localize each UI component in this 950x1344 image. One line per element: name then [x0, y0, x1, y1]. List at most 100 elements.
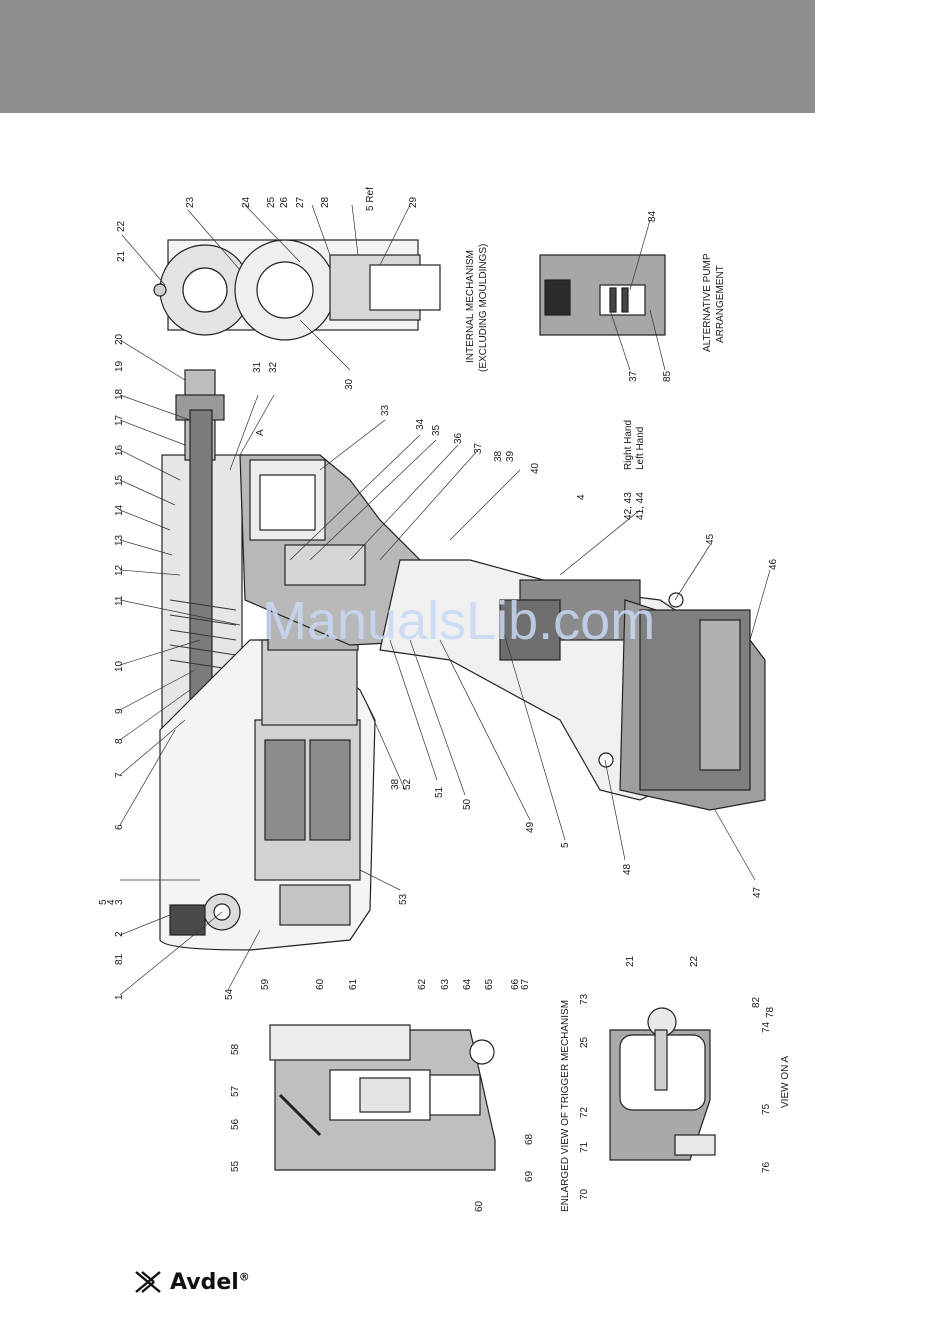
callout: 34	[415, 418, 426, 430]
callout: 1	[114, 994, 125, 1000]
callout: 62	[417, 978, 428, 990]
avdel-logo-icon	[135, 1271, 161, 1293]
callout: 64	[462, 978, 473, 990]
callouts-main: 1 81 2 3 4 5 6 7 8 9 10 11 12 13 14 15 1…	[98, 333, 779, 1000]
callout: 78	[765, 1006, 776, 1018]
view-on-a-caption: VIEW ON A	[780, 1055, 791, 1108]
callout: 5	[560, 842, 571, 848]
ref-label: 5 Ref	[365, 187, 376, 211]
callout: 36	[453, 432, 464, 444]
callout: 85	[662, 370, 673, 382]
callout: 26	[279, 196, 290, 208]
callout: 28	[320, 196, 331, 208]
brand-logo: Avdel®	[134, 1266, 250, 1298]
callout: 54	[224, 988, 235, 1000]
view-on-a-detail	[609, 1007, 716, 1161]
callout: 12	[114, 564, 125, 576]
callout: 73	[579, 993, 590, 1005]
callout: 19	[114, 360, 125, 372]
callouts-pump: 84 37 85	[628, 210, 673, 382]
callout: 41, 44	[635, 492, 646, 520]
callout: 18	[114, 388, 125, 400]
callout: 84	[647, 210, 658, 222]
trigger-caption: ENLARGED VIEW OF TRIGGER MECHANISM	[560, 1000, 571, 1212]
callout: 39	[505, 450, 516, 462]
captions: INTERNAL MECHANISM (EXCLUDING MOULDINGS)…	[255, 244, 791, 1212]
callouts-top: 21 22 23 24 25 26 27 28 29 30 5 Ref	[116, 187, 419, 390]
callouts-view-on-a: 21 22 73 78 82 74 75 76 25 72 71 70	[579, 955, 776, 1200]
callout: 65	[484, 978, 495, 990]
internal-caption-2: (EXCLUDING MOULDINGS)	[478, 244, 489, 372]
callout: 48	[622, 863, 633, 875]
callout: 51	[434, 786, 445, 798]
callout: 58	[230, 1043, 241, 1055]
callout: 7	[114, 772, 125, 778]
callout: 13	[114, 534, 125, 546]
callout: 61	[348, 978, 359, 990]
callout: 38	[390, 778, 401, 790]
callout: 60	[315, 978, 326, 990]
callout: 27	[295, 196, 306, 208]
hand-right-label: Right Hand	[623, 420, 634, 470]
callout: 29	[408, 196, 419, 208]
callout: 25	[266, 196, 277, 208]
callout: 37	[473, 442, 484, 454]
callout: 3	[114, 899, 125, 905]
callout: 70	[579, 1188, 590, 1200]
callout: 23	[185, 196, 196, 208]
callout: 52	[402, 778, 413, 790]
callout: 15	[114, 474, 125, 486]
leader-lines	[119, 204, 771, 996]
callout: 68	[524, 1133, 535, 1145]
hand-left-label: Left Hand	[635, 427, 646, 470]
callout: 50	[462, 798, 473, 810]
callout: 49	[525, 821, 536, 833]
callouts-trigger: 55 56 57 58 59 60 61 62 63 64 65 66 67 6…	[230, 978, 535, 1212]
watermark: ManualsLib.com	[262, 591, 656, 651]
callout: 66	[510, 978, 521, 990]
callout: 30	[344, 378, 355, 390]
callout: 20	[114, 333, 125, 345]
callout: 55	[230, 1160, 241, 1172]
internal-caption-1: INTERNAL MECHANISM	[465, 250, 476, 363]
callout: 24	[241, 196, 252, 208]
callout: 32	[268, 361, 279, 373]
callout: 4	[576, 494, 587, 500]
trigger-detail	[269, 1024, 496, 1171]
callout: 60	[474, 1200, 485, 1212]
main-tool-drawing	[159, 369, 766, 951]
brand-name: Avdel®	[170, 1269, 250, 1295]
callout: 75	[761, 1103, 772, 1115]
callout: 25	[579, 1036, 590, 1048]
callout: 11	[114, 595, 125, 606]
callout: 14	[114, 504, 125, 516]
callout: 17	[114, 414, 125, 426]
callout: 22	[116, 220, 127, 232]
callout: 31	[252, 361, 263, 373]
header-band	[0, 0, 815, 113]
callout: 5	[98, 899, 109, 905]
callout: 47	[752, 886, 763, 898]
callout: 21	[116, 250, 127, 262]
callout: 46	[768, 558, 779, 570]
callout: 45	[705, 533, 716, 545]
callout: 72	[579, 1106, 590, 1118]
callout: 42, 43	[623, 492, 634, 520]
callout: 21	[625, 955, 636, 967]
callout: 56	[230, 1118, 241, 1130]
callout: 6	[114, 824, 125, 830]
callout: 10	[114, 660, 125, 672]
callout: 35	[431, 424, 442, 436]
callout: 2	[114, 931, 125, 937]
callout: 40	[530, 462, 541, 474]
callout: 37	[628, 370, 639, 382]
callout: 71	[579, 1141, 590, 1153]
callout: 4	[106, 899, 117, 905]
head-top-view	[153, 239, 441, 341]
pump-caption-2: ARRANGEMENT	[715, 265, 726, 343]
callout: 69	[524, 1170, 535, 1182]
callout: 82	[751, 996, 762, 1008]
callout: 33	[380, 404, 391, 416]
callout: 59	[260, 978, 271, 990]
